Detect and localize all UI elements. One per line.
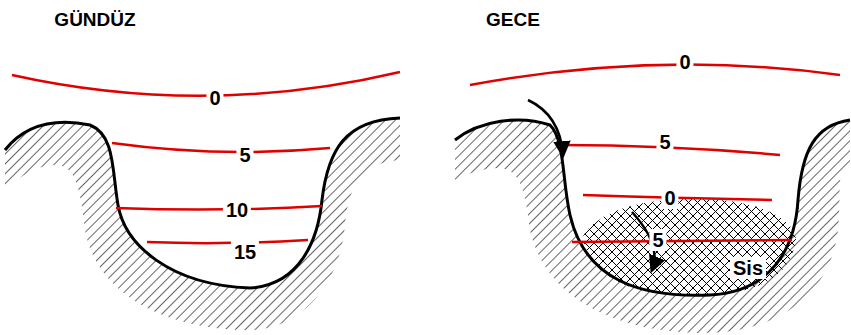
valley-outline: [5, 118, 400, 288]
cold-air-arrow: [528, 100, 563, 155]
temperature-value: 0: [676, 51, 693, 73]
temperature-value: 0: [206, 87, 223, 109]
ground-hatch: [455, 120, 850, 333]
panel-title: GÜNDÜZ: [51, 10, 138, 31]
valley-outline: [455, 120, 850, 295]
temperature-value: 10: [223, 199, 251, 221]
isotherm-line: [572, 240, 792, 242]
fog-area: [582, 199, 796, 295]
temperature-value: 5: [236, 144, 253, 166]
temperature-value: 5: [656, 131, 673, 153]
panel-title: GECE: [483, 10, 543, 31]
ground-hatch: [5, 118, 400, 330]
isotherm-line: [116, 206, 322, 210]
temperature-value: 0: [661, 187, 678, 209]
isotherm-line: [470, 65, 840, 85]
isotherm-line: [147, 240, 308, 243]
isotherm-line: [112, 143, 330, 152]
temperature-value: 5: [649, 229, 666, 251]
fog-label: Sis: [730, 257, 766, 279]
temperature-value: 15: [231, 241, 259, 263]
